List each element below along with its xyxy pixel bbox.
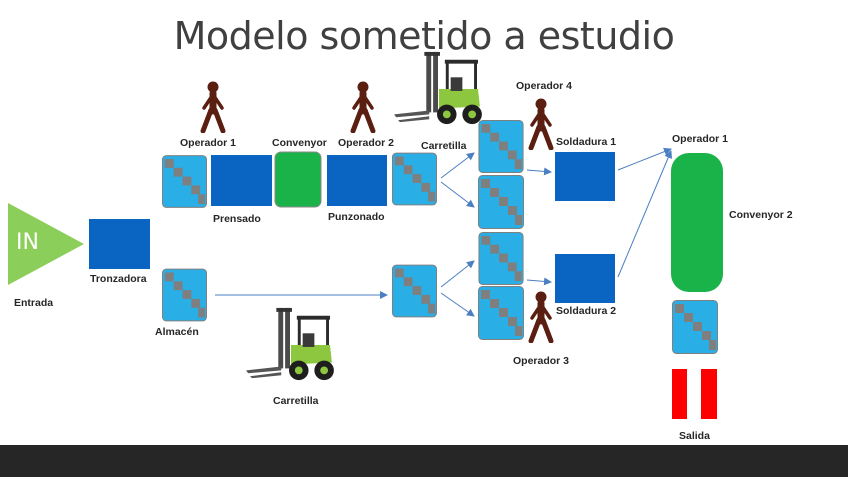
entry-symbol: IN — [16, 230, 39, 255]
label-operador4: Operador 4 — [516, 80, 572, 92]
label-prensado: Prensado — [213, 213, 261, 225]
label-operador2: Operador 2 — [338, 137, 394, 149]
queue-weld-2-icon — [479, 176, 524, 229]
label-carretilla-bottom: Carretilla — [273, 395, 319, 407]
label-operador1-top: Operador 1 — [180, 137, 236, 149]
arrow-soldadura1-to-conveyor — [618, 149, 671, 170]
punzonado-machine — [327, 155, 387, 206]
exit-bar-right — [701, 369, 717, 419]
forklift-top-icon — [394, 52, 482, 124]
label-soldadura2: Soldadura 2 — [556, 305, 616, 317]
queue-weld-1-icon — [479, 120, 523, 172]
label-operador3: Operador 3 — [513, 355, 569, 367]
label-entrada: Entrada — [14, 297, 53, 309]
operador4-person-icon — [531, 99, 551, 149]
label-carretilla-top: Carretilla — [421, 140, 467, 152]
arrow-split-bottom-2 — [441, 293, 474, 316]
arrow-soldadura2-to-conveyor — [618, 151, 671, 277]
label-almacen: Almacén — [155, 326, 199, 338]
queue-almacen-icon — [162, 269, 206, 321]
exit-bar-left — [672, 369, 687, 419]
arrow-to-soldadura2 — [527, 280, 551, 282]
prensado-machine — [211, 155, 272, 206]
soldadura2-machine — [555, 254, 615, 303]
queue-top-left-icon — [162, 156, 206, 208]
operador3-person-icon — [531, 292, 551, 342]
label-tronzadora: Tronzadora — [90, 273, 147, 285]
tronzadora-machine — [89, 219, 150, 269]
label-convenyor: Convenyor — [272, 137, 327, 149]
convenyor2-belt — [671, 153, 723, 292]
queue-weld-4-icon — [479, 287, 524, 340]
forklift-bottom-icon — [246, 308, 334, 380]
queue-exit-icon — [673, 301, 718, 354]
label-salida: Salida — [679, 430, 710, 442]
label-soldadura1: Soldadura 1 — [556, 136, 616, 148]
label-operador1-right: Operador 1 — [672, 133, 728, 145]
queue-weld-3-icon — [479, 232, 523, 284]
convenyor-belt — [275, 152, 321, 207]
footer-bar — [0, 445, 848, 477]
operador2-person-icon — [353, 82, 373, 132]
queue-carretilla-top-icon — [392, 153, 436, 205]
arrow-to-soldadura1 — [527, 170, 551, 172]
queue-carretilla-bottom-icon — [392, 265, 436, 317]
label-convenyor2: Convenyor 2 — [729, 209, 793, 221]
arrow-split-bottom-1 — [441, 261, 474, 287]
label-punzonado: Punzonado — [328, 211, 385, 223]
arrow-split-top-1 — [441, 153, 474, 178]
soldadura1-machine — [555, 152, 615, 201]
operador1-person-icon — [203, 82, 223, 132]
arrow-split-top-2 — [441, 182, 474, 207]
